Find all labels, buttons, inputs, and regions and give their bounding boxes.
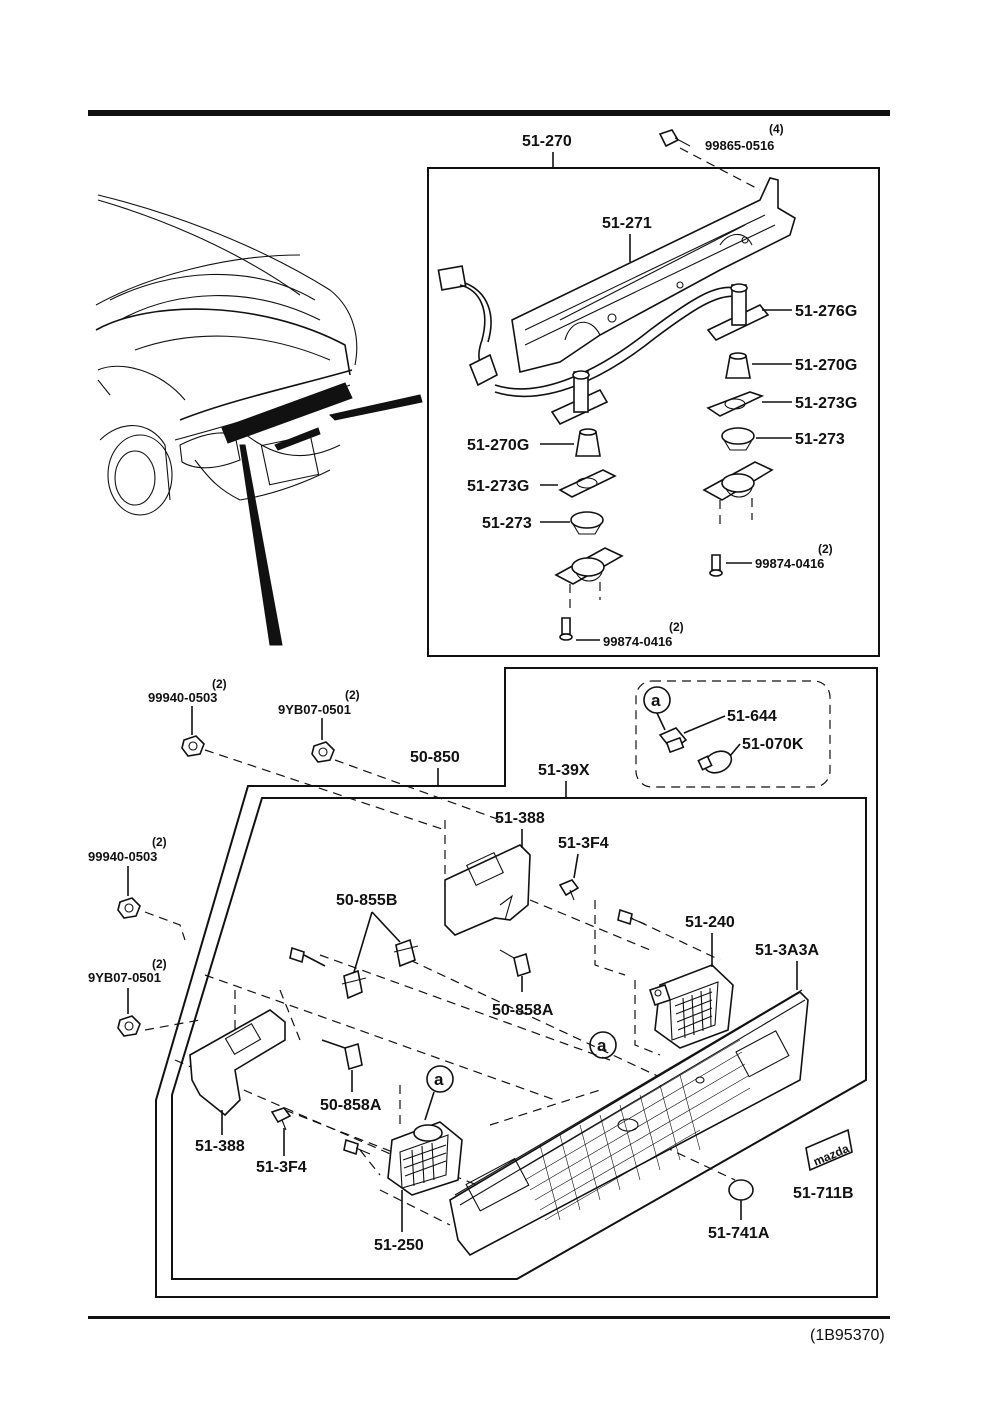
label-51-3F4-left: 51-3F4 (256, 1159, 307, 1176)
qty-99865-0516: (4) (769, 122, 784, 136)
label-50-850: 50-850 (410, 749, 460, 766)
label-51-711B: 51-711B (793, 1185, 854, 1202)
bulb-51-070K (697, 750, 733, 774)
bracket-51-271 (511, 177, 796, 373)
car-garnish-highlight (221, 382, 353, 444)
clip-51-3F4-left (270, 1107, 292, 1131)
label-51-273-right: 51-273 (795, 431, 845, 448)
label-99874-0416-right: 99874-0416 (755, 556, 824, 571)
label-50-858A-right: 50-858A (492, 1002, 554, 1019)
qty-99874-0416-right: (2) (818, 542, 833, 556)
nut-99940-0503-top (181, 735, 205, 757)
bolt-99865-0516 (658, 129, 761, 191)
socket-51-644 (658, 727, 688, 754)
housing-right (702, 461, 774, 501)
label-9YB07-0501-left: 9YB07-0501 (88, 970, 161, 985)
gasket-51-273G-right (706, 391, 765, 417)
svg-text:a: a (651, 691, 661, 710)
nut-50-858A-left (321, 1039, 363, 1071)
qty-9YB07-0501-left: (2) (152, 957, 167, 971)
garnish-51-3A3A (449, 989, 809, 1257)
housing-left (554, 547, 624, 585)
label-51-741A: 51-741A (708, 1225, 770, 1242)
socket-left (550, 370, 609, 426)
garnish-assembly-outline-51-39X (171, 797, 867, 1280)
qty-99940-0503-left: (2) (152, 835, 167, 849)
label-51-388-left: 51-388 (195, 1138, 245, 1155)
plug-51-741A (728, 1179, 754, 1201)
nut-99940-0503-left (117, 897, 141, 919)
bulb-51-270G-right (725, 352, 751, 379)
label-51-270G-left: 51-270G (467, 437, 529, 454)
callout-a-left: a (426, 1065, 454, 1093)
clip-51-3F4-top (558, 879, 580, 901)
label-9YB07-0501-top: 9YB07-0501 (278, 702, 351, 717)
screw-99874-0416-right (709, 554, 723, 577)
callout-a-right: a (589, 1031, 617, 1059)
bulb-51-270G-left (575, 428, 601, 457)
bulb-callout-box (635, 680, 831, 788)
car-rear-illustration (95, 194, 423, 646)
qty-99874-0416-left: (2) (669, 620, 684, 634)
nut-9YB07-0501-top (311, 741, 335, 763)
lamp-51-250 (387, 1121, 463, 1196)
top-rule (88, 110, 890, 116)
license-lamp-assembly-box (427, 167, 880, 657)
label-51-270: 51-270 (522, 133, 572, 150)
label-51-271: 51-271 (602, 215, 652, 232)
lens-51-273-right (721, 427, 755, 451)
label-51-39X: 51-39X (538, 762, 590, 779)
bottom-rule (88, 1316, 890, 1319)
screw-left-2 (343, 1138, 371, 1156)
qty-9YB07-0501-top: (2) (345, 688, 360, 702)
label-99865-0516: 99865-0516 (705, 138, 774, 153)
diagram-reference-id: (1B95370) (810, 1327, 885, 1344)
label-99940-0503-left: 99940-0503 (88, 849, 157, 864)
nut-9YB07-0501-left (117, 1015, 141, 1037)
bracket-51-388-top (444, 844, 531, 936)
label-51-250: 51-250 (374, 1237, 424, 1254)
emblem-51-711B: mazda (805, 1128, 853, 1172)
clip-50-855B-a (393, 938, 419, 968)
label-99940-0503-top: 99940-0503 (148, 690, 217, 705)
label-51-273-left: 51-273 (482, 515, 532, 532)
lens-51-273-left (570, 511, 604, 535)
garnish-mesh (519, 1039, 751, 1221)
wire-harness (437, 265, 745, 398)
label-51-644: 51-644 (727, 708, 777, 725)
gasket-51-273G-left (558, 469, 617, 498)
screw-99874-0416-left (559, 617, 573, 641)
label-50-855B: 50-855B (336, 892, 397, 909)
label-51-3F4-top: 51-3F4 (558, 835, 609, 852)
screw-top-right (617, 908, 646, 926)
bracket-51-388-left (189, 1009, 286, 1117)
label-51-240: 51-240 (685, 914, 735, 931)
label-51-273G-left: 51-273G (467, 478, 529, 495)
svg-text:a: a (597, 1036, 607, 1055)
clip-50-855B-b (341, 969, 367, 1000)
qty-99940-0503-top: (2) (212, 677, 227, 691)
label-51-3A3A: 51-3A3A (755, 942, 819, 959)
label-51-273G-right: 51-273G (795, 395, 857, 412)
label-99874-0416-left: 99874-0416 (603, 634, 672, 649)
garnish-assembly-outline-50-850 (155, 667, 878, 1298)
label-51-388-top: 51-388 (495, 810, 545, 827)
label-50-858A-left: 50-858A (320, 1097, 382, 1114)
screw-left-1 (289, 946, 326, 967)
label-51-270G-right: 51-270G (795, 357, 857, 374)
socket-51-276G (706, 283, 770, 341)
lamp-51-240 (648, 964, 734, 1049)
label-51-070K: 51-070K (742, 736, 804, 753)
nut-50-858A-right (499, 949, 531, 978)
svg-text:a: a (434, 1070, 444, 1089)
label-51-276G: 51-276G (795, 303, 857, 320)
callout-a-top: a (643, 686, 671, 714)
